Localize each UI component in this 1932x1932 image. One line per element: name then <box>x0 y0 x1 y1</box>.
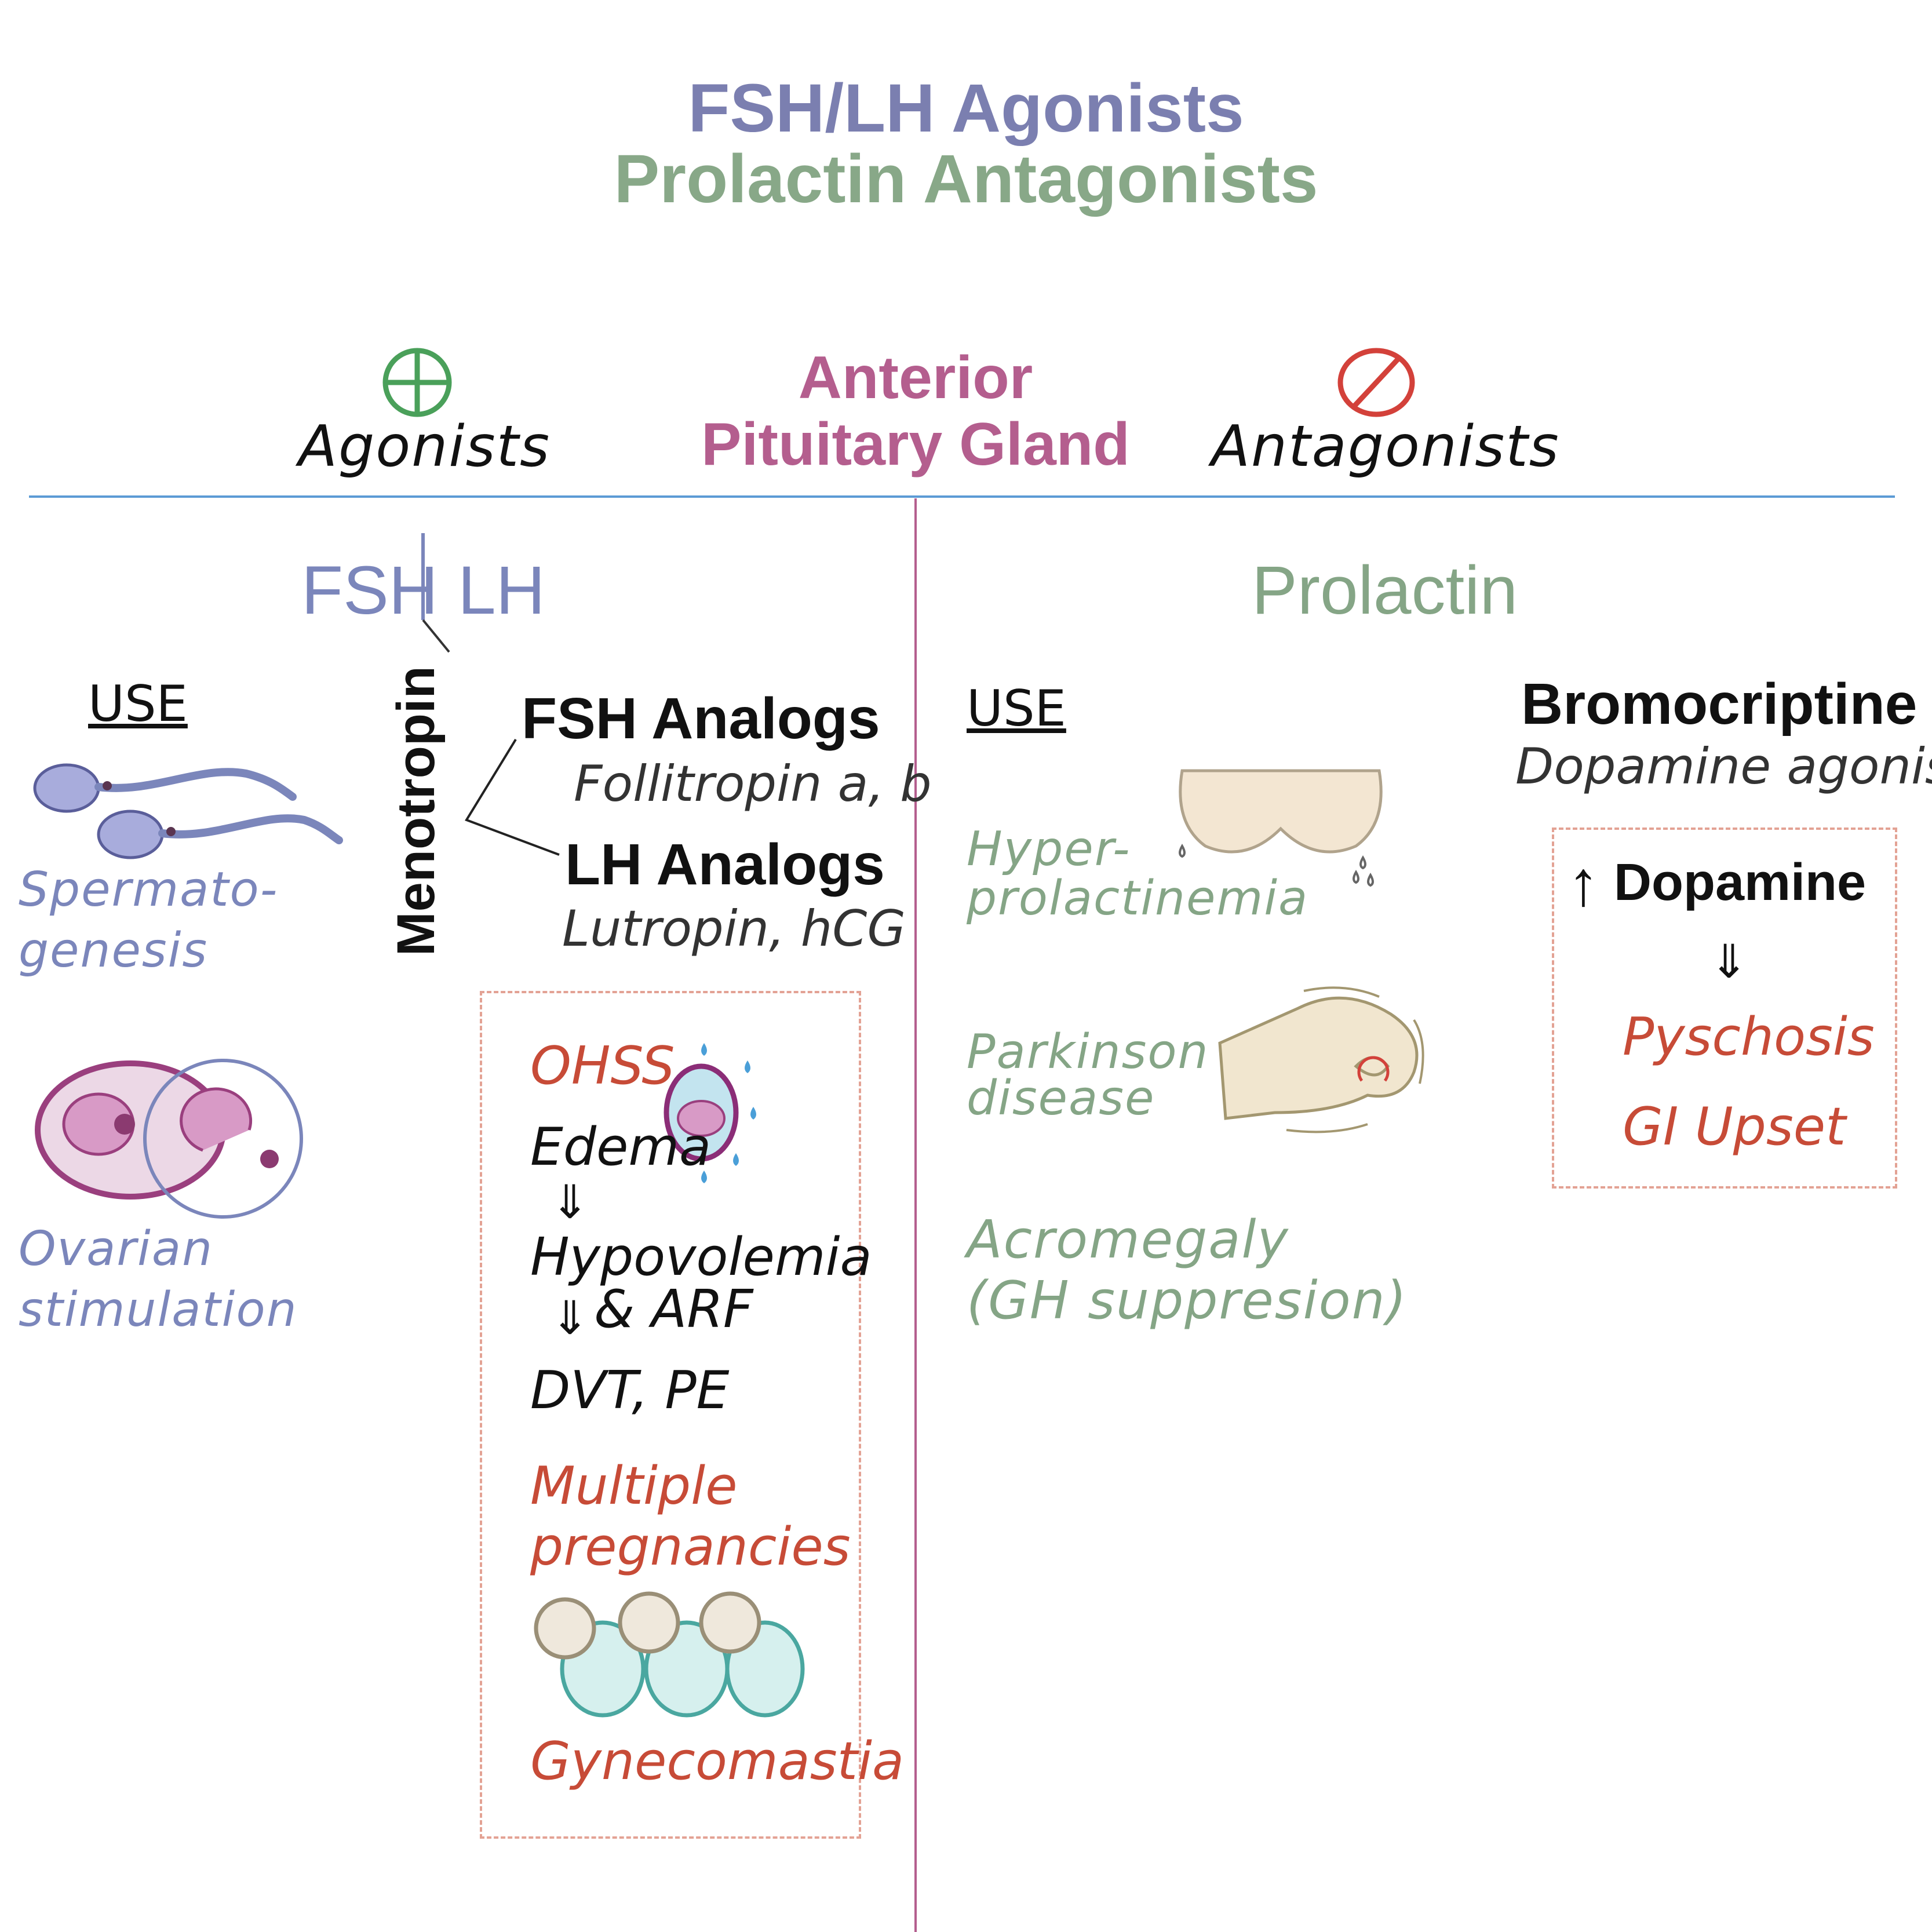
lh-analogs: LH Analogs <box>565 832 885 897</box>
heading-prolactin: Prolactin <box>1252 552 1518 629</box>
anterior-label: Anterior <box>798 344 1033 411</box>
right-use-label: USE <box>967 680 1066 738</box>
left-use-label: USE <box>88 675 188 733</box>
dopamine-agonists-label: Dopamine agonists <box>1515 738 1932 796</box>
multiple-pregnancies-line2: pregnancies <box>530 1517 851 1577</box>
dopamine-label: Dopamine <box>1614 854 1867 912</box>
hyper-line1: Hyper- <box>967 822 1131 877</box>
plus-circle-icon <box>382 348 452 417</box>
fsh-lh-slash <box>421 533 450 653</box>
hypovolemia-label: Hypovolemia <box>530 1227 872 1288</box>
bromocriptine-effects-box <box>1552 828 1897 1189</box>
tremor-hand-icon <box>1218 986 1424 1133</box>
dvt-pe-label: DVT, PE <box>530 1360 730 1421</box>
ovary-follicle-icon <box>35 1059 303 1219</box>
dopamine-down-arrow: ⇓ <box>1709 936 1749 987</box>
ovarian-line1: Ovarian <box>19 1222 214 1277</box>
sperm-icon <box>33 763 343 859</box>
parkinson-line1: Parkinson <box>967 1025 1209 1080</box>
ohss-label: OHSS <box>530 1036 675 1096</box>
dopamine-up-arrow: ↑ <box>1568 848 1599 919</box>
parkinson-line2: disease <box>967 1071 1155 1126</box>
menotropin-bracket <box>465 738 560 856</box>
fsh-analogs-examples: Follitropin a, b <box>574 755 932 813</box>
arf-label: & ARF <box>594 1279 753 1340</box>
antagonists-label: Antagonists <box>1211 414 1560 480</box>
pituitary-gland-label: Pituitary Gland <box>701 411 1130 478</box>
fsh-analogs: FSH Analogs <box>522 686 880 751</box>
pyschosis-label: Pyschosis <box>1623 1007 1875 1067</box>
title-line2: Prolactin Antagonists <box>614 141 1318 217</box>
heading-lh: LH <box>458 552 545 629</box>
multiple-pregnancies-line1: Multiple <box>530 1456 738 1517</box>
babies-icon <box>534 1591 805 1718</box>
acromegaly-line2: (GH suppresion) <box>967 1270 1408 1331</box>
bromocriptine-label: Bromocriptine <box>1521 672 1918 737</box>
heading-fsh: FSH <box>301 552 438 629</box>
hyper-line2: prolactinemia <box>967 871 1309 926</box>
acromegaly-line1: Acromegaly <box>967 1209 1289 1270</box>
title-line1: FSH/LH Agonists <box>688 70 1244 147</box>
prohibited-icon <box>1337 348 1415 417</box>
edema-label: Edema <box>530 1117 712 1178</box>
gynecomastia-label: Gynecomastia <box>530 1731 905 1792</box>
ovarian-line2: stimulation <box>19 1282 298 1337</box>
agonists-label: Agonists <box>298 414 551 480</box>
horizontal-divider <box>29 495 1895 498</box>
hypovolemia-arrow: ⇓ <box>551 1292 590 1344</box>
gi-upset-label: GI Upset <box>1623 1096 1846 1157</box>
edema-arrow: ⇓ <box>551 1176 590 1228</box>
spermato-line1: Spermato- <box>19 862 279 917</box>
vertical-divider <box>914 498 917 1932</box>
breasts-icon <box>1179 769 1383 887</box>
menotropin-label: Menotropin <box>387 666 446 956</box>
lh-analogs-examples: Lutropin, hCG <box>562 900 906 958</box>
adverse-effects-box <box>480 991 861 1839</box>
spermato-line2: genesis <box>19 923 209 978</box>
ohss-ovary-icon <box>664 1043 756 1183</box>
